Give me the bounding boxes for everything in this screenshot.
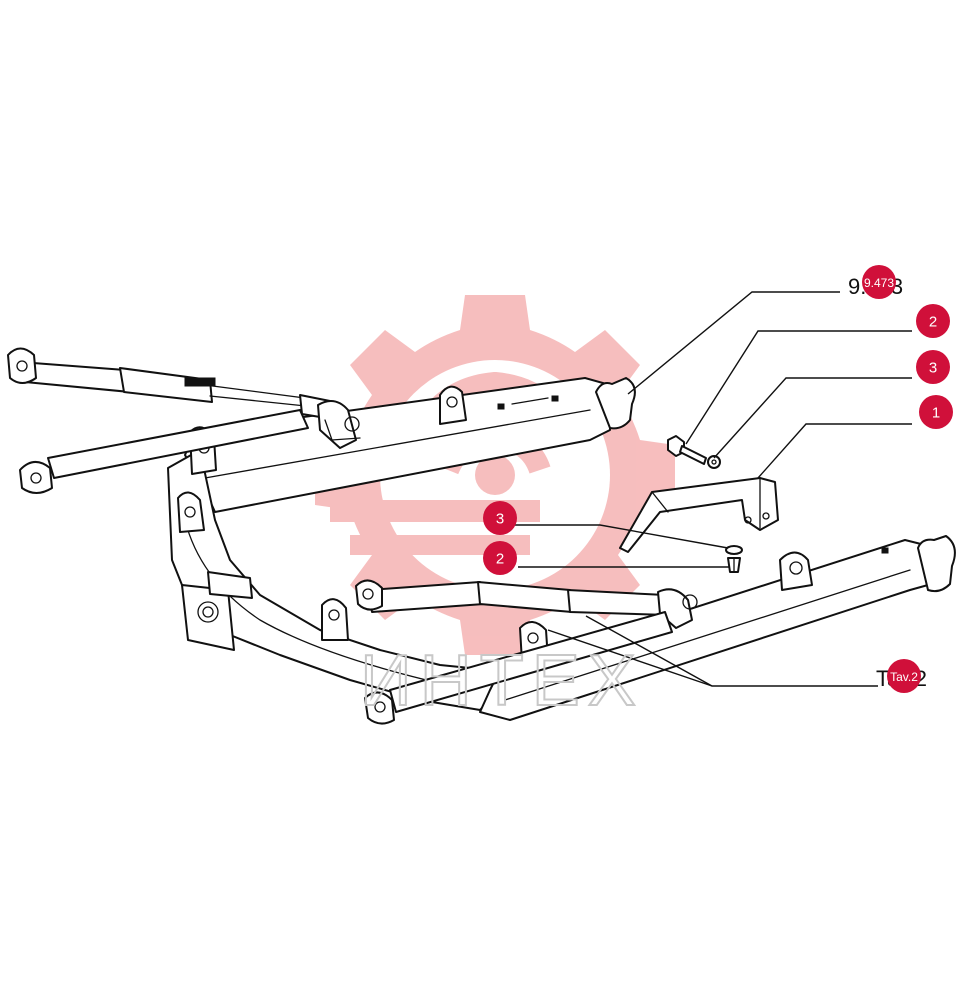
tractor-frame [167, 377, 956, 721]
callout-washer-top[interactable]: 3 [916, 350, 950, 384]
callout-bolt-mid[interactable]: 2 [483, 541, 517, 575]
upper-lift-arm [7, 347, 339, 421]
bolt-top-icon [667, 435, 721, 469]
callout-bolt-mid-text: 2 [496, 551, 504, 568]
callout-washer-top-text: 3 [929, 360, 937, 377]
callout-top-reference-text: 9.473 [864, 276, 894, 290]
callout-washer-mid-text: 3 [496, 511, 504, 528]
callout-bottom-reference[interactable]: Tav.2 [887, 659, 921, 693]
bracket-part [619, 477, 779, 553]
bolt-mid-icon [725, 545, 743, 573]
front-upper-arm [355, 579, 698, 629]
leader-lines [515, 291, 912, 687]
callout-washer-mid[interactable]: 3 [483, 501, 517, 535]
callout-bolt-top-text: 2 [929, 314, 937, 331]
callout-bolt-top[interactable]: 2 [916, 304, 950, 338]
callout-top-reference[interactable]: 9.473 [862, 265, 896, 299]
lower-lift-arm [19, 400, 361, 494]
callout-bottom-reference-text: Tav.2 [890, 670, 918, 684]
front-lower-arm [364, 611, 673, 725]
watermark-text: ИНТЕХ [360, 641, 644, 721]
callout-bracket-text: 1 [932, 405, 940, 422]
callout-bracket[interactable]: 1 [919, 395, 953, 429]
